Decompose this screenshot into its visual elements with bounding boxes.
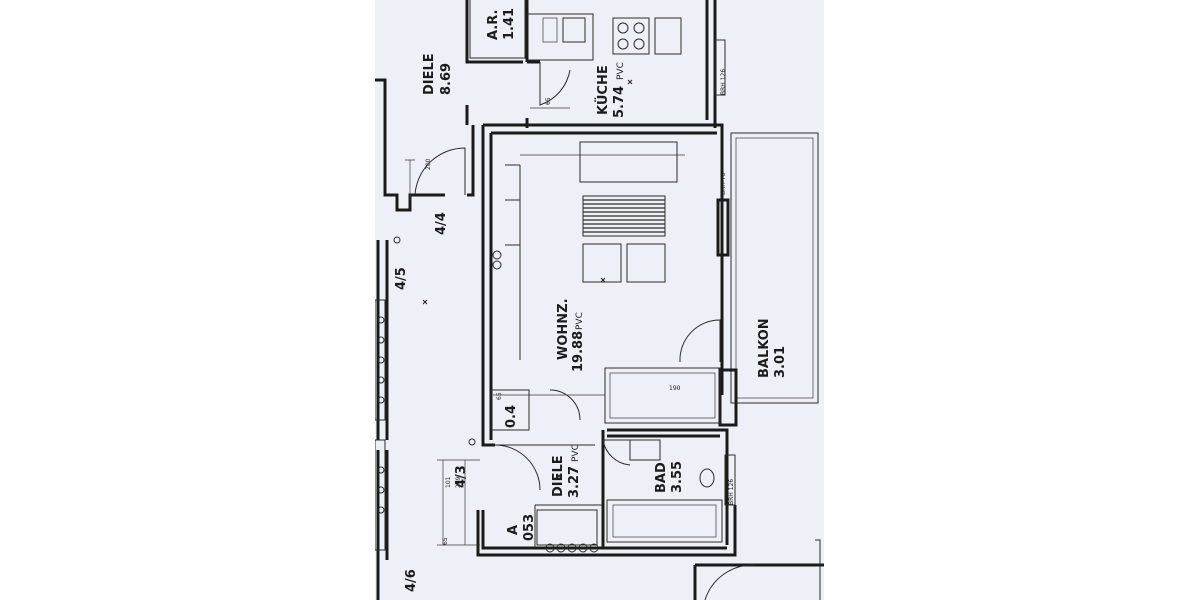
dim-line — [437, 459, 480, 546]
diele-bottom-walls — [495, 444, 603, 548]
diele-top-right-wall — [465, 0, 523, 125]
wohnzimmer-inner-wall — [489, 131, 717, 440]
neighbour-wall — [693, 563, 824, 600]
wohnz-floor: PVC — [575, 312, 585, 330]
dim-101: 101 — [445, 476, 452, 488]
small-cabinet — [490, 389, 530, 431]
diele-top-area: 8.69 — [439, 63, 454, 95]
kueche-name: KÜCHE — [595, 65, 611, 115]
bad-name: BAD — [654, 462, 669, 493]
outlet — [492, 250, 502, 260]
door-balkon — [679, 319, 721, 363]
door-wohnz-inner — [549, 389, 581, 421]
bad-walls — [601, 428, 729, 548]
room-labels: DIELE 8.69 A.R. 1.41 KÜCHE 5.74 PVC WOHN… — [422, 8, 788, 541]
diele-top-name: DIELE — [422, 53, 437, 95]
ar-top-area: 1.41 — [502, 8, 517, 40]
doors — [393, 62, 721, 491]
fixtures — [375, 17, 723, 553]
chair — [626, 243, 666, 283]
burner — [633, 38, 645, 50]
door-diele-top — [414, 147, 466, 196]
wohnz-area: 19.88 — [571, 331, 586, 372]
window-living — [716, 198, 730, 257]
small-value: 0.4 — [504, 405, 519, 428]
balkon-area: 3.01 — [773, 346, 788, 378]
kitchen-sink — [562, 17, 586, 43]
ar-top-name: A.R. — [486, 10, 501, 40]
washbasin — [629, 439, 661, 461]
dim-line — [405, 159, 415, 200]
kueche-partition — [527, 13, 594, 61]
diele-bottom-area: 3.27 — [567, 466, 582, 498]
toilet — [699, 468, 715, 488]
ar-bottom-area: 053 — [522, 514, 537, 541]
kueche-area: 5.74 — [612, 86, 627, 118]
storage-shelf — [536, 509, 598, 546]
dim-brh-126-top: BRH 126 — [720, 69, 727, 95]
kueche-wall — [525, 0, 717, 128]
wohnz-name: WOHNZ. — [556, 298, 571, 360]
dimension-labels: BRH 126 BRH 76 BRH 126 101 209 65 65 65 … — [405, 69, 735, 546]
balkon-outline — [730, 132, 819, 404]
dim-65-top: 65 — [545, 97, 552, 105]
door-bad — [602, 439, 635, 466]
unit-4-6: 4/6 — [404, 569, 419, 592]
dim-brh-126-bottom: BRH 126 — [728, 479, 735, 505]
cross-marks — [422, 79, 633, 479]
ar-bottom-name: A — [506, 525, 521, 535]
dim-brh-76: BRH 76 — [720, 172, 727, 195]
window-bad — [724, 454, 736, 506]
shelf — [505, 164, 521, 360]
burner — [617, 22, 629, 34]
dim-65-mid: 65 — [496, 392, 503, 400]
dim-65-bottom: 65 — [442, 537, 449, 545]
kitchen-cabinet — [542, 17, 558, 43]
bathtub-inner — [612, 504, 717, 538]
table-hatching — [583, 199, 665, 233]
stove — [612, 17, 650, 55]
burner — [617, 38, 629, 50]
kitchen-counter — [654, 17, 682, 55]
cupboard — [604, 367, 721, 424]
neighbour-right — [815, 539, 821, 600]
circle-row — [545, 543, 599, 553]
wohnzimmer-wall — [481, 123, 724, 447]
diele-bottom-floor: PVC — [571, 444, 581, 462]
walls — [375, 0, 824, 600]
outlet — [492, 260, 502, 270]
corridor-left-wall-lower — [376, 450, 389, 600]
neighbour-door — [704, 564, 756, 600]
corridor-left-wall — [376, 240, 389, 440]
unit-marks: 4/4 4/5 4/3 4/6 0.4 — [394, 212, 519, 592]
diele-top-left-wall — [375, 78, 475, 212]
bathtub — [606, 499, 723, 543]
floor-plan-sheet: DIELE 8.69 A.R. 1.41 KÜCHE 5.74 PVC WOHN… — [375, 0, 824, 600]
dim-190: 190 — [669, 385, 681, 392]
unit-4-5: 4/5 — [394, 267, 409, 290]
right-lower-wall — [725, 505, 737, 545]
ar-wall — [469, 0, 526, 59]
door-diele-bottom — [494, 444, 541, 491]
pivot — [468, 438, 476, 446]
floor-plan-drawing: DIELE 8.69 A.R. 1.41 KÜCHE 5.74 PVC WOHN… — [375, 0, 824, 600]
burner — [633, 22, 645, 34]
dim-200: 200 — [425, 158, 432, 170]
dim-209: 209 — [455, 476, 462, 488]
balkon-inner — [735, 137, 814, 399]
sofa — [579, 141, 678, 183]
chair — [582, 243, 622, 283]
unit-4-4: 4/4 — [434, 212, 449, 235]
kueche-floor: PVC — [616, 62, 626, 80]
cupboard-inner — [609, 372, 716, 419]
bad-area: 3.55 — [670, 461, 685, 493]
window-kueche — [714, 39, 726, 96]
door-kueche — [539, 62, 571, 106]
pivot — [393, 236, 401, 244]
left-neighbour-elements — [375, 299, 386, 551]
balkon-name: BALKON — [757, 318, 772, 378]
